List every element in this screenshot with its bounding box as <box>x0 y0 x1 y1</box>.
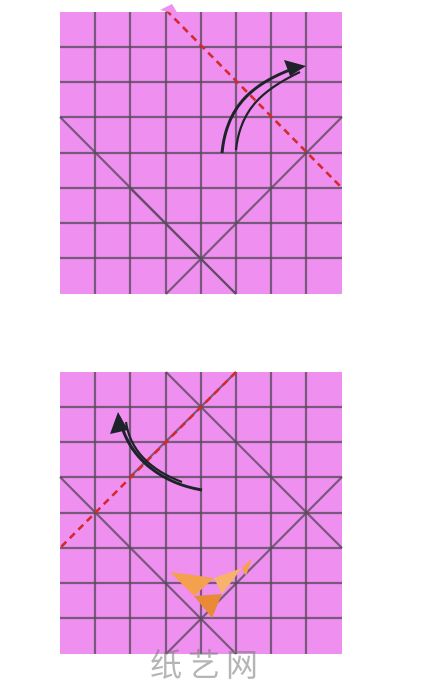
step-1-diagram <box>0 0 423 300</box>
crease-grid <box>60 372 342 654</box>
diagonal-creases <box>59 116 343 295</box>
step-1-svg <box>59 4 343 295</box>
fold-arrow <box>220 60 306 154</box>
step-2-svg <box>59 371 343 655</box>
watermark-text: 纸艺网 <box>150 646 265 684</box>
paper-tip <box>160 4 178 14</box>
fold-arrow <box>110 412 203 492</box>
crane-logo <box>170 558 252 618</box>
fold-line <box>165 9 343 189</box>
fold-line <box>59 371 237 549</box>
step-2-diagram <box>0 360 423 690</box>
